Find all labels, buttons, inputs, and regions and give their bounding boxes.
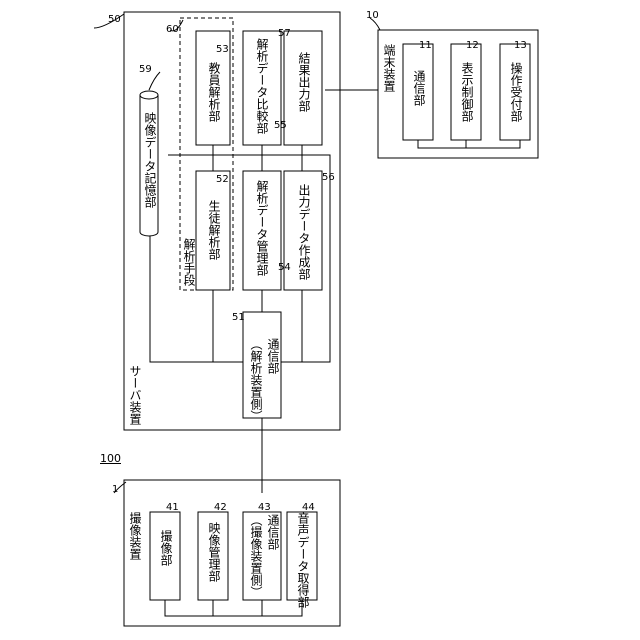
system-ref-100: 100 — [100, 452, 121, 465]
manage-title: 解析データ管理部 — [254, 180, 271, 276]
storage-title: 映像データ記憶部 — [142, 112, 159, 208]
server-title: サーバ装置 — [127, 365, 144, 425]
teacher-ref-53: 53 — [216, 44, 229, 55]
teacher-title: 教員解析部 — [206, 62, 223, 122]
camera-title: 撮像装置 — [127, 512, 144, 560]
output-title: 出力データ作成部 — [296, 184, 313, 280]
terminal-title: 端末装置 — [381, 44, 398, 92]
analysis-title: 解析手段 — [181, 238, 198, 286]
compare-title: 解析データ比較部 — [254, 38, 271, 134]
t-display-ref-12: 12 — [466, 40, 479, 51]
t-comm-ref-11: 11 — [419, 40, 432, 51]
c-video-title: 映像管理部 — [206, 522, 223, 582]
analysis-ref-60: 60 — [166, 24, 179, 35]
compare-ref-57: 57 — [278, 28, 291, 39]
server-comm-title: 通信部（解析装置側） — [248, 338, 282, 422]
c-video-ref-42: 42 — [214, 502, 227, 513]
server-ref-50: 50 — [108, 14, 121, 25]
c-imaging-ref-41: 41 — [166, 502, 179, 513]
storage-ref-59: 59 — [139, 64, 152, 75]
c-audio-title: 音声データ取得部 — [295, 512, 312, 608]
c-imaging-title: 撮像部 — [158, 530, 175, 566]
output-ref-56: 56 — [322, 172, 335, 183]
t-op-ref-13: 13 — [514, 40, 527, 51]
c-comm-ref-43: 43 — [258, 502, 271, 513]
t-op-title: 操作受付部 — [508, 62, 525, 122]
c-comm-line2: （撮像装置側） — [249, 514, 263, 598]
server-comm-line2: （解析装置側） — [249, 338, 263, 422]
terminal-ref-10: 10 — [366, 10, 379, 21]
c-comm-title: 通信部（撮像装置側） — [248, 514, 282, 598]
t-display-title: 表示制御部 — [459, 62, 476, 122]
camera-ref-1: 1 — [112, 484, 118, 495]
student-ref-52: 52 — [216, 174, 229, 185]
student-title: 生徒解析部 — [206, 200, 223, 260]
result-ref-55: 55 — [274, 120, 287, 131]
manage-ref-54: 54 — [278, 262, 291, 273]
c-comm-line1: 通信部 — [266, 514, 280, 550]
t-comm-title: 通信部 — [411, 70, 428, 106]
server-comm-ref-51: 51 — [232, 312, 245, 323]
server-comm-line1: 通信部 — [266, 338, 280, 374]
result-title: 結果出力部 — [296, 52, 313, 112]
